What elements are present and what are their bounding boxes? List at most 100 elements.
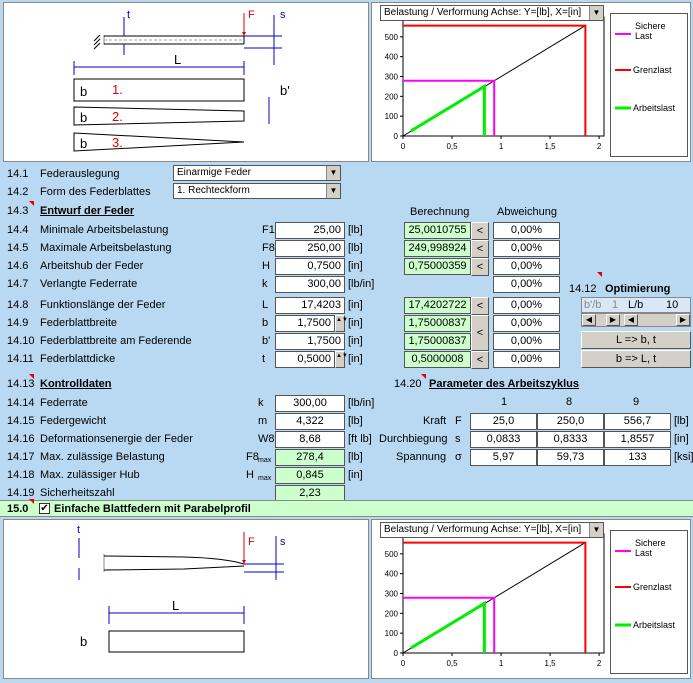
optimize-L-button[interactable]: L => b, t xyxy=(581,331,691,349)
x-tick-label: 0 xyxy=(401,659,406,668)
shape-1-label: 1. xyxy=(112,82,123,97)
value-spinner[interactable]: ▲▼ xyxy=(335,315,348,332)
row-num: 14.18 xyxy=(7,469,35,481)
row-num: 14.1 xyxy=(7,168,29,180)
row-symbol: H xyxy=(246,469,254,481)
x-tick-label: 1,5 xyxy=(545,659,557,668)
slider-left-arrow[interactable]: ◀ xyxy=(624,314,638,326)
value-input[interactable]: 1,7500 xyxy=(275,315,335,332)
header-calc: Berechnung xyxy=(410,206,470,218)
series-1-line xyxy=(403,24,587,136)
chevron-down-icon[interactable]: ▼ xyxy=(326,184,340,198)
opt-header: b'/b 1 L/b 10 xyxy=(581,297,691,313)
row-num: 14.16 xyxy=(7,433,35,445)
dim-L-label: L xyxy=(172,598,180,613)
value-input[interactable]: 0,7500 xyxy=(275,258,345,275)
select-value: Einarmige Feder xyxy=(177,167,251,178)
row-label: Minimale Arbeitsbelastung xyxy=(40,224,169,236)
dim-bp-label: b' xyxy=(280,83,290,98)
dim-b3-label: b xyxy=(80,136,88,151)
row-num: 14.2 xyxy=(7,186,29,198)
blade-shape-select[interactable]: 1. Rechteckform▼ xyxy=(173,183,341,199)
value-input[interactable]: 250,00 xyxy=(275,240,345,257)
cycle-row-label: Durchbiegung xyxy=(379,433,448,445)
x-tick-label: 1 xyxy=(499,659,504,668)
row-num: 14.10 xyxy=(7,335,35,347)
y-tick-label: 300 xyxy=(385,73,399,82)
chevron-down-icon[interactable]: ▼ xyxy=(589,6,603,20)
apply-calc-button[interactable]: < xyxy=(471,297,489,315)
series-0-line xyxy=(403,79,496,136)
value-input[interactable]: 17,4203 xyxy=(275,297,345,314)
slider-right-arrow[interactable]: ▶ xyxy=(676,314,690,326)
opt-title: Optimierung xyxy=(605,283,671,295)
y-tick-label: 100 xyxy=(385,629,399,638)
y-tick-label: 400 xyxy=(385,53,399,62)
row-num: 14.4 xyxy=(7,224,29,236)
cycle-value: 25,0 xyxy=(470,413,537,430)
cycle-value: 250,0 xyxy=(537,413,604,430)
section-15-label: Einfache Blattfedern mit Parabelprofil xyxy=(54,503,251,515)
y-tick-label: 500 xyxy=(385,550,399,559)
apply-calc-button[interactable]: < xyxy=(471,258,489,276)
row-unit: [ksi] xyxy=(674,451,693,463)
row-unit: [in] xyxy=(348,317,363,329)
spring-design-select[interactable]: Einarmige Feder ▼ xyxy=(173,165,341,181)
chevron-down-icon[interactable]: ▼ xyxy=(589,523,603,537)
opt-lb-label: L/b xyxy=(628,299,644,311)
row-unit: [in] xyxy=(348,353,363,365)
x-tick-label: 2 xyxy=(597,659,602,668)
row-num: 14.7 xyxy=(7,278,29,290)
apply-calc-button[interactable]: < xyxy=(471,240,489,258)
chart-plot: 600500400300200100000,511,52 xyxy=(385,530,605,668)
series-2-line xyxy=(410,600,486,653)
row-label: Verlangte Federrate xyxy=(40,278,138,290)
slider-right-arrow[interactable]: ▶ xyxy=(606,314,620,326)
force-F-label: F xyxy=(248,9,255,21)
cycle-value: 1,8557 xyxy=(604,431,671,448)
apply-calc-button[interactable]: < xyxy=(471,315,489,351)
calc-result: 249,998924 xyxy=(404,240,471,257)
slider-left-arrow[interactable]: ◀ xyxy=(582,314,596,326)
row-label: Arbeitshub der Feder xyxy=(40,260,144,272)
value-spinner[interactable]: ▲▼ xyxy=(335,351,348,368)
cycle-col-1: 1 xyxy=(501,396,508,408)
row-symbol: t xyxy=(262,353,266,365)
row-symbol: k xyxy=(262,278,268,290)
apply-calc-button[interactable]: < xyxy=(471,351,489,369)
chart-view-dropdown[interactable]: Belastung / Verformung Achse: Y=[lb], X=… xyxy=(380,5,604,21)
row-num: 14.9 xyxy=(7,317,29,329)
x-tick-label: 2 xyxy=(597,142,602,151)
calc-result: 17,4202722 xyxy=(404,297,471,314)
optimize-b-button[interactable]: b => L, t xyxy=(581,350,691,368)
dim-s-label: s xyxy=(280,9,286,21)
y-tick-label: 500 xyxy=(385,33,399,42)
calc-result: 25,0010755 xyxy=(404,222,471,239)
control-value: 300,00 xyxy=(275,395,345,412)
value-input[interactable]: 25,00 xyxy=(275,222,345,239)
comment-marker xyxy=(29,374,34,379)
row-label: Federauslegung xyxy=(40,168,120,180)
row-unit: [in] xyxy=(348,299,363,311)
legend-limit-load: Grenzlast xyxy=(633,65,672,75)
deviation-value: 0,00% xyxy=(493,222,560,239)
chart-view-dropdown[interactable]: Belastung / Verformung Achse: Y=[lb], X=… xyxy=(380,522,604,538)
cycle-value: 0,8333 xyxy=(537,431,604,448)
chevron-down-icon[interactable]: ▼ xyxy=(326,166,340,180)
dim-L-label: L xyxy=(174,52,182,67)
row-unit: [lb] xyxy=(348,451,363,463)
section-15-bar: 15.0 ✔ Einfache Blattfedern mit Parabelp… xyxy=(0,499,693,517)
spring-diagram-panel: t F s L b 1. b 2. b' b 3. xyxy=(3,2,369,162)
deviation-value: 0,00% xyxy=(493,240,560,257)
legend-safe-load: Sichere Last xyxy=(635,538,666,558)
x-tick-label: 0 xyxy=(401,142,406,151)
y-tick-label: 0 xyxy=(394,649,399,658)
value-input[interactable]: 1,7500 xyxy=(275,333,345,350)
row-label: Max. zulässige Belastung xyxy=(40,451,165,463)
row-unit: [in] xyxy=(348,469,363,481)
value-input[interactable]: 0,5000 xyxy=(275,351,335,368)
section-15-checkbox[interactable]: ✔ xyxy=(39,503,50,514)
value-input[interactable]: 300,00 xyxy=(275,276,345,293)
apply-calc-button[interactable]: < xyxy=(471,222,489,240)
row-num: 14.14 xyxy=(7,397,35,409)
